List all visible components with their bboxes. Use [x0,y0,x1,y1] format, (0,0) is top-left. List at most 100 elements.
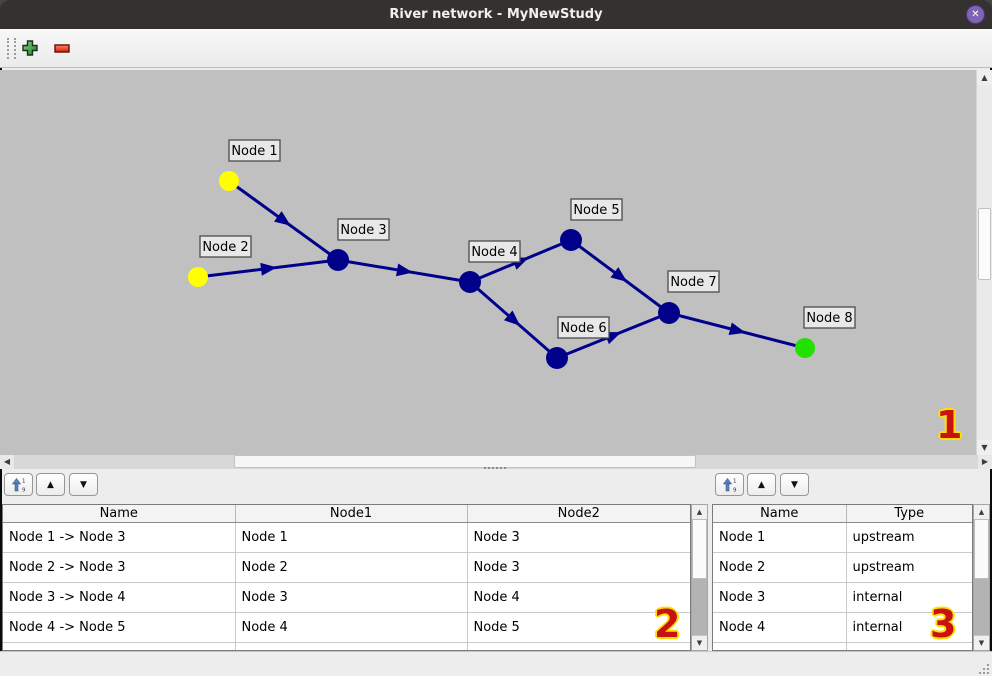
triangle-up-icon: ▲ [47,479,54,490]
table-cell[interactable]: Node 3 [713,582,847,613]
node-label-box[interactable] [667,270,720,293]
links-table-scrollbar[interactable]: ▲ ▼ [691,504,708,651]
node-label-box[interactable] [228,139,281,162]
table-cell[interactable]: Node 4 [713,612,847,643]
resize-grip[interactable] [987,672,989,674]
table-cell[interactable]: Node 1 [713,522,847,553]
table-cell[interactable]: Node 5 [467,612,690,643]
node-label-box[interactable] [337,218,390,241]
empty-row [3,642,690,650]
empty-row [713,642,972,650]
scroll-right-icon[interactable]: ▶ [978,455,992,469]
river-node[interactable] [795,338,815,358]
river-node[interactable] [219,171,239,191]
river-node[interactable] [327,249,349,271]
table-cell[interactable]: Node 2 [235,552,468,583]
node-label: Node 8 [806,311,852,326]
column-header[interactable]: Name [713,505,847,523]
nodes-table-scrollbar[interactable]: ▲ ▼ [973,504,990,651]
table-cell[interactable]: Node 4 -> Node 5 [3,612,236,643]
node-label-box[interactable] [557,316,610,339]
scroll-up-icon[interactable]: ▲ [692,505,707,520]
table-cell[interactable]: Node 4 [235,612,468,643]
node-label-box[interactable] [468,240,521,263]
add-button[interactable] [20,38,40,58]
scroll-down-icon[interactable]: ▼ [977,440,992,455]
node-label: Node 2 [202,240,248,255]
close-button[interactable]: ✕ [966,5,985,24]
node-label-box[interactable] [199,235,252,258]
node-label-box[interactable] [803,306,856,329]
table-cell[interactable]: Node 2 [713,552,847,583]
table-cell[interactable]: Node 4 [467,582,690,613]
flow-arrow-icon [610,267,628,282]
node-label-box[interactable] [570,198,623,221]
table-cell[interactable]: Node 3 [467,552,690,583]
scroll-down-icon[interactable]: ▼ [974,635,989,650]
table-cell[interactable]: internal [846,582,972,613]
column-header[interactable]: Type [846,505,972,523]
column-header[interactable]: Name [3,505,236,523]
titlebar: River network - MyNewStudy ✕ [0,0,992,29]
canvas-vertical-scrollbar[interactable]: ▲ ▼ [976,70,992,455]
sort-icon: 1 9 [722,477,737,493]
table-cell[interactable]: internal [846,612,972,643]
canvas-horizontal-scrollbar[interactable]: ◀ ▶ [0,455,992,469]
node-label: Node 7 [670,275,716,290]
scroll-up-icon[interactable]: ▲ [977,70,992,85]
nodes-scroll-thumb[interactable] [974,519,989,579]
table-cell[interactable]: Node 1 -> Node 3 [3,522,236,553]
empty-cell [846,642,972,650]
nodes-sort-button[interactable]: 1 9 [715,473,744,496]
toolbar-drag-handle[interactable] [7,38,16,59]
table-cell[interactable]: upstream [846,522,972,553]
column-header[interactable]: Node2 [467,505,690,523]
horizontal-scroll-thumb[interactable] [234,455,696,468]
nodes-move-down-button[interactable]: ▼ [780,473,809,496]
vertical-scroll-thumb[interactable] [978,208,991,280]
links-move-down-button[interactable]: ▼ [69,473,98,496]
links-scroll-thumb[interactable] [692,519,707,579]
scroll-left-icon[interactable]: ◀ [0,455,14,469]
scroll-up-icon[interactable]: ▲ [974,505,989,520]
table-cell[interactable]: Node 1 [235,522,468,553]
river-node[interactable] [658,302,680,324]
river-node[interactable] [188,267,208,287]
links-move-up-button[interactable]: ▲ [36,473,65,496]
table-cell[interactable]: upstream [846,552,972,583]
triangle-up-icon: ▲ [758,479,765,490]
river-node[interactable] [546,347,568,369]
node-label: Node 4 [471,245,517,260]
nodes-move-up-button[interactable]: ▲ [747,473,776,496]
remove-button[interactable] [52,38,72,58]
column-header[interactable]: Node1 [235,505,468,523]
river-node[interactable] [560,229,582,251]
links-sort-button[interactable]: 1 9 [4,473,33,496]
annotation-number: 1 [936,403,963,447]
svg-text:9: 9 [733,487,737,493]
table-cell[interactable]: Node 2 -> Node 3 [3,552,236,583]
pane-splitter-handle[interactable] [484,467,486,469]
node-label: Node 1 [231,144,277,159]
table-cell[interactable]: Node 3 [235,582,468,613]
table-cell[interactable]: Node 3 [467,522,690,553]
river-node[interactable] [459,271,481,293]
empty-cell [713,642,847,650]
remove-icon [54,44,70,53]
scroll-down-icon[interactable]: ▼ [692,635,707,650]
table-cell[interactable]: Node 3 -> Node 4 [3,582,236,613]
